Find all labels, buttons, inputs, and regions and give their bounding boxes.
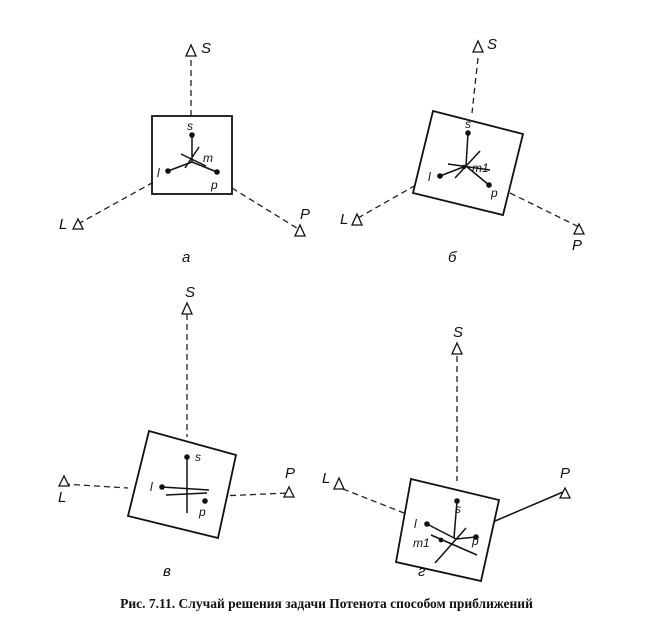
point-m [438, 537, 444, 543]
point-s [465, 130, 471, 136]
direction-s [453, 500, 458, 539]
direction-p [465, 165, 490, 186]
station-s-triangle [184, 43, 198, 57]
panel-v-label: в [163, 563, 171, 580]
point-s-label: s [455, 502, 461, 516]
ray-l [357, 184, 417, 219]
station-p-triangle [282, 485, 296, 498]
direction-l [161, 486, 210, 491]
ray-p [487, 491, 564, 525]
station-l-label: L [322, 470, 330, 487]
error-line-1 [180, 153, 207, 167]
station-p-triangle [572, 222, 586, 235]
station-s-label: S [453, 324, 463, 341]
station-p-triangle [558, 486, 572, 499]
point-p-label: p [471, 534, 479, 548]
point-s-label: s [195, 450, 201, 464]
point-m-label: m [203, 151, 213, 165]
point-s-label: s [187, 119, 193, 133]
point-m [461, 164, 467, 170]
tracing-sheet [126, 429, 238, 540]
point-p-label: p [490, 186, 498, 200]
station-p-triangle [293, 223, 307, 237]
station-p-label: P [300, 206, 310, 223]
point-p-label: p [210, 178, 218, 192]
panel-g: S L P s l p m1 г [322, 324, 572, 583]
station-l-triangle [71, 217, 85, 230]
panel-a: S L P s l p m а [59, 40, 310, 266]
point-p [486, 182, 492, 188]
point-l [159, 484, 165, 490]
point-p-label: p [198, 505, 206, 519]
point-p [202, 498, 208, 504]
point-p [473, 534, 479, 540]
error-line-1 [430, 534, 478, 556]
station-p-label: P [560, 465, 570, 482]
error-line-2 [434, 527, 467, 564]
point-s [189, 132, 195, 138]
ray-p [219, 492, 289, 497]
station-l-label: L [59, 216, 67, 233]
panel-a-label: а [182, 249, 190, 266]
station-l-label: L [58, 489, 66, 506]
station-p-label: P [572, 237, 582, 254]
point-l-label: l [414, 517, 417, 531]
panel-v: S L P s l p в [57, 284, 296, 580]
point-s [184, 454, 190, 460]
station-s-label: S [487, 36, 497, 53]
point-m-label: m1 [413, 536, 430, 550]
station-l-triangle [350, 212, 364, 226]
ray-l [77, 182, 153, 225]
station-s-triangle [450, 341, 464, 355]
point-s [454, 498, 460, 504]
station-s-label: S [201, 40, 211, 57]
station-s-triangle [180, 301, 194, 315]
error-line-2 [454, 150, 481, 179]
ray-l [342, 488, 405, 514]
station-l-triangle [332, 476, 346, 490]
direction-p [455, 536, 477, 540]
ray-l [63, 483, 129, 489]
tracing-sheet [394, 477, 501, 583]
station-l-label: L [340, 211, 348, 228]
direction-p [165, 492, 208, 496]
direction-p [191, 161, 218, 173]
point-l [424, 521, 430, 527]
point-l-label: l [428, 170, 431, 184]
point-l [437, 173, 443, 179]
error-line-1 [447, 163, 491, 171]
station-s-triangle [471, 39, 485, 53]
station-l-triangle [57, 474, 71, 487]
panel-b-label: б [448, 249, 457, 266]
ray-p [231, 187, 301, 231]
point-l-label: l [150, 480, 153, 494]
direction-s [465, 132, 469, 167]
direction-l [439, 165, 467, 177]
panel-b: S L P s l p m1 б [340, 36, 586, 266]
point-l [165, 168, 171, 174]
station-p-label: P [285, 465, 295, 482]
figure-caption: Рис. 7.11. Случай решения задачи Потенот… [120, 596, 533, 611]
point-p [214, 169, 220, 175]
point-l-label: l [157, 166, 160, 180]
panel-g-label: г [418, 563, 426, 580]
point-m-label: m1 [472, 161, 489, 175]
direction-l [426, 523, 457, 540]
ray-p [509, 192, 580, 228]
point-s-label: s [465, 117, 471, 131]
station-s-label: S [185, 284, 195, 301]
error-line-2 [184, 146, 200, 169]
ray-s [471, 57, 479, 114]
